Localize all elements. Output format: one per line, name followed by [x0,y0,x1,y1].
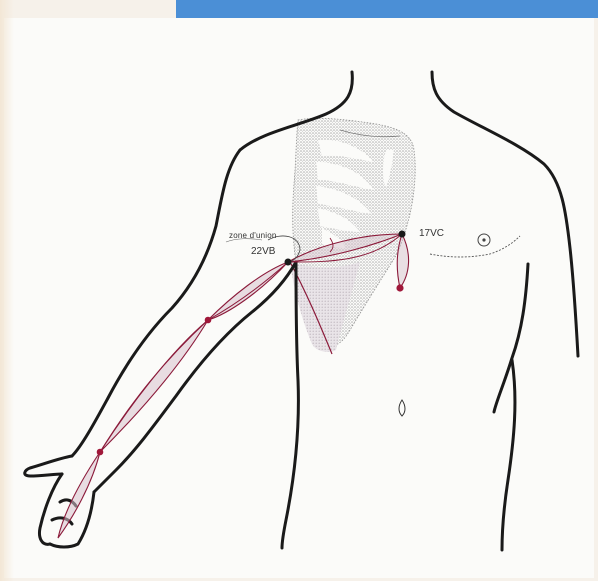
point-22vb-dot [285,259,292,266]
point-elbow-dot [205,317,212,324]
zone-union-label: zone d'union [229,232,277,240]
pectoral-line [430,236,520,257]
point-17vc-label: 17VC [419,229,444,239]
nipple-icon [478,234,490,246]
point-22vb-label: 22VB [251,247,275,257]
point-17vc-dot [399,231,406,238]
point-lower-dot [396,284,403,291]
navel [399,400,405,416]
point-wrist-dot [97,449,104,456]
